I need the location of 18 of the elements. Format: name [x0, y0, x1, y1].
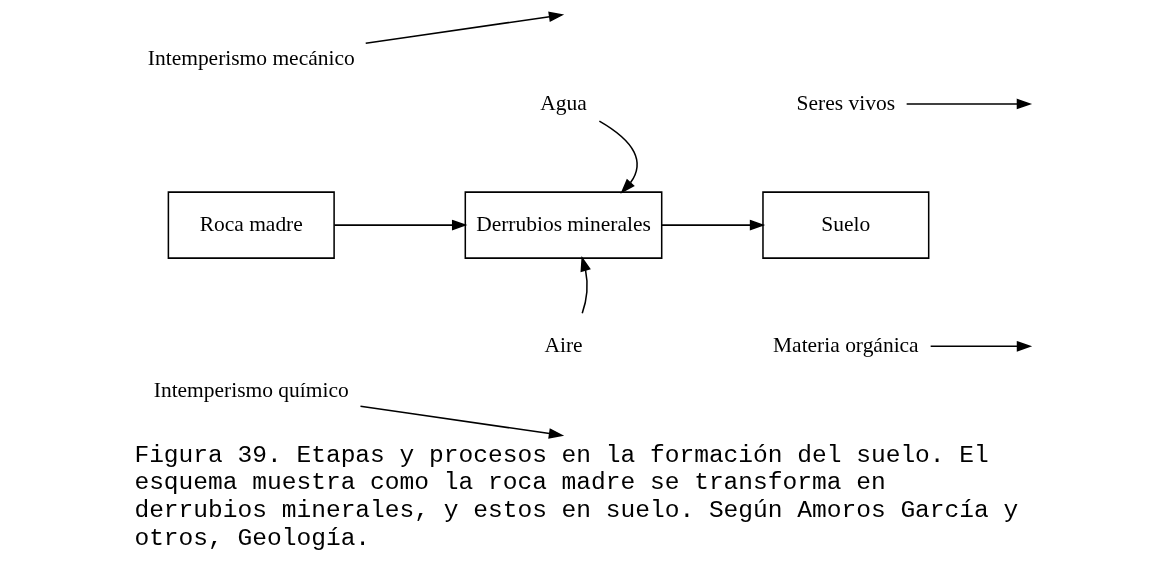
- node-box: Roca madre: [167, 191, 335, 259]
- node-text: Intemperismo químico: [153, 377, 349, 402]
- arrow: [333, 219, 468, 231]
- arrow: [580, 255, 591, 314]
- arrow: [929, 340, 1033, 352]
- node-box: Derrubios minerales: [464, 191, 663, 259]
- node-text: Seres vivos: [796, 90, 896, 115]
- arrow: [598, 120, 638, 194]
- node-text: Intemperismo mecánico: [147, 46, 355, 71]
- node-box: Suelo: [762, 191, 930, 259]
- arrow: [359, 405, 565, 439]
- arrow: [364, 11, 565, 44]
- node-text: Agua: [540, 90, 587, 115]
- arrow: [905, 98, 1033, 110]
- caption: Figura 39. Etapas y procesos en la formación del suelo. El esquema muestra como la roca madre se transforma en derrubios minerales, y estos en suelo. Según Amoros García y otros, Geología.: [134, 441, 1019, 552]
- node-text: Aire: [544, 333, 583, 358]
- arrow: [661, 219, 766, 231]
- node-text: Materia orgánica: [773, 333, 919, 358]
